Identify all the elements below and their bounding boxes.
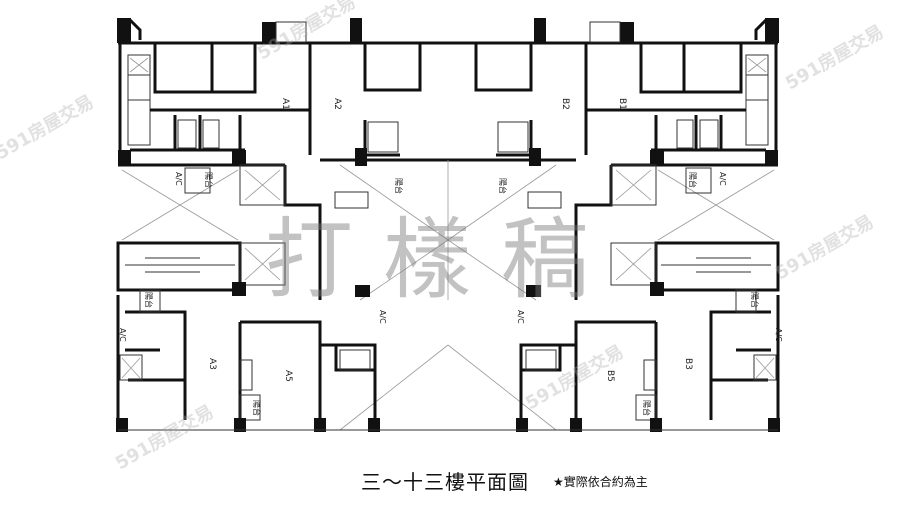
unit-label-b2: B2: [560, 98, 570, 110]
balcony-label: 陽台: [688, 172, 698, 188]
unit-label-b3: B3: [683, 358, 693, 370]
ac-label: A/C: [516, 310, 525, 324]
balcony-label: 陽台: [144, 292, 154, 308]
ac-label: A/C: [718, 172, 727, 186]
balcony-label: 陽台: [750, 292, 760, 308]
balcony-label: 陽台: [204, 172, 214, 188]
ac-label: A/C: [774, 328, 783, 342]
ac-label: A/C: [118, 328, 127, 342]
balcony-label: 陽台: [498, 178, 508, 194]
ac-label: A/C: [174, 172, 183, 186]
unit-label-a5: A5: [283, 370, 293, 382]
unit-label-b1: B1: [617, 98, 627, 110]
unit-label-a3: A3: [207, 358, 217, 370]
balcony-label: 陽台: [394, 178, 404, 194]
svg-text:591房屋交易: 591房屋交易: [782, 20, 888, 94]
unit-label-a2: A2: [332, 98, 342, 110]
unit-label-a1: A1: [280, 98, 290, 110]
svg-text:591房屋交易: 591房屋交易: [112, 400, 218, 474]
unit-label-b5: B5: [605, 370, 615, 382]
draft-watermark: 打樣稿: [265, 208, 619, 311]
ac-label: A/C: [378, 310, 387, 324]
balcony-label: 陽台: [252, 400, 262, 416]
svg-text:591房屋交易: 591房屋交易: [772, 210, 878, 284]
floor-plan-title: 三～十三樓平面圖: [361, 470, 529, 494]
balcony-label: 陽台: [642, 400, 652, 416]
contract-note: ★實際依合約為主: [553, 475, 648, 489]
svg-text:591房屋交易: 591房屋交易: [0, 90, 97, 164]
